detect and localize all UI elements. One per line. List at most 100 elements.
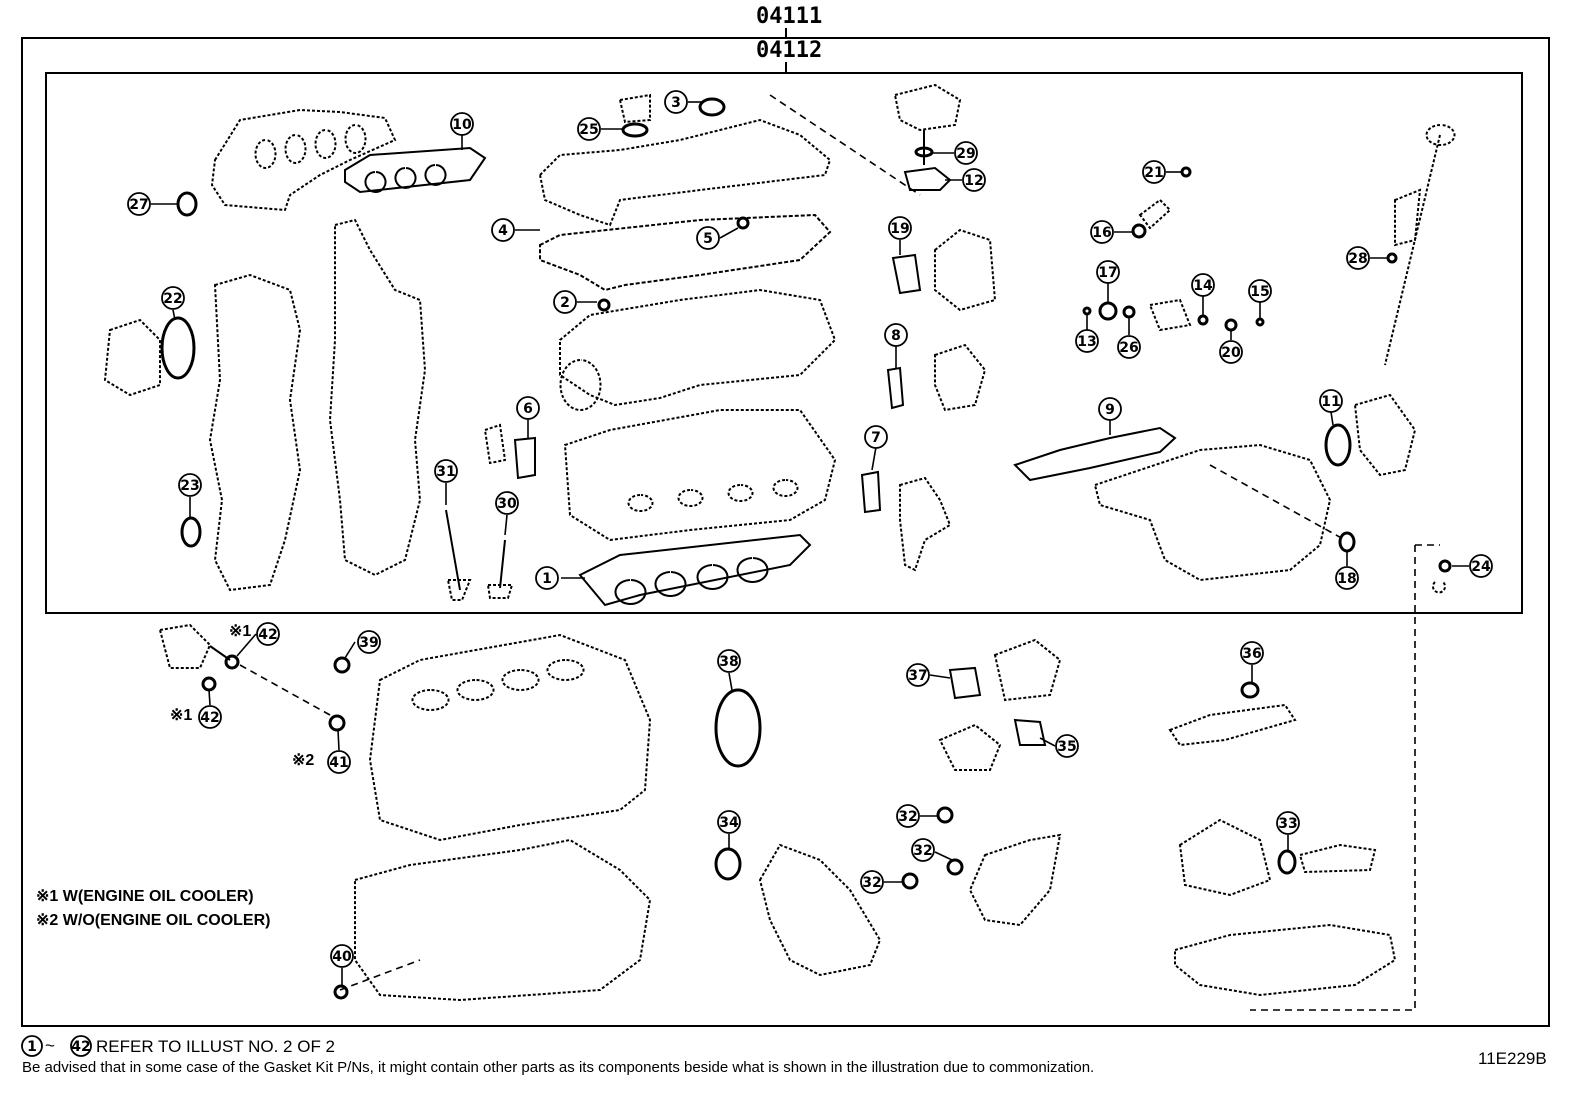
camshaft-housing — [559, 288, 837, 407]
intake-gasket-9 — [1013, 426, 1177, 482]
callout-23: 23 — [178, 473, 202, 497]
callout-15: 15 — [1248, 279, 1272, 303]
svg-text:12: 12 — [964, 173, 983, 189]
legend-note-2-mark: ※2 — [36, 912, 59, 929]
svg-text:42: 42 — [71, 1039, 90, 1055]
footer-range-separator: ~ — [45, 1036, 55, 1055]
oil-seal-34 — [714, 847, 742, 881]
legend-note-1-text: W(ENGINE OIL COOLER) — [62, 888, 254, 905]
o-ring-42a-part — [224, 654, 240, 670]
svg-text:13: 13 — [1077, 334, 1096, 350]
svg-text:10: 10 — [452, 117, 472, 133]
valve-30-part — [499, 539, 506, 589]
callout-28: 28 — [1346, 246, 1370, 270]
water-pump-part — [103, 318, 161, 397]
callout-16: 16 — [1090, 220, 1114, 244]
svg-text:38: 38 — [719, 654, 738, 670]
exhaust-gasket-holes — [364, 164, 447, 193]
svg-text:1: 1 — [27, 1039, 37, 1055]
gasket-32c-part — [901, 872, 919, 890]
svg-text:23: 23 — [180, 478, 199, 494]
exhaust-manifold-part — [210, 108, 397, 212]
callout-18: 18 — [1335, 566, 1359, 590]
footer-range-start-circle: 1 — [21, 1035, 43, 1057]
camshaft-housing-bosses — [559, 359, 602, 411]
svg-text:35: 35 — [1057, 739, 1076, 755]
gasket-12-part — [903, 166, 952, 191]
legend-note-2: ※2 W/O(ENGINE OIL COOLER) — [36, 913, 270, 929]
callout-32-a: 32 — [896, 804, 920, 828]
gasket-6-shadow — [483, 423, 507, 465]
footer-refer-text: REFER TO ILLUST NO. 2 OF 2 — [96, 1037, 336, 1056]
callout-4: 4 — [491, 218, 515, 242]
callout-40: 40 — [330, 944, 354, 968]
cylinder-head — [563, 409, 837, 542]
svg-text:20: 20 — [1221, 345, 1241, 361]
exhaust-manifold-gasket — [344, 146, 487, 194]
callout-29: 29 — [954, 141, 978, 165]
oil-seal-23-part — [180, 516, 202, 548]
callout-35: 35 — [1055, 734, 1079, 758]
illustration-id: 11E229B — [1478, 1049, 1547, 1068]
svg-text:18: 18 — [1337, 571, 1356, 587]
o-ring-40-part — [333, 984, 349, 1000]
outer-part-code: 04111 — [756, 4, 823, 29]
svg-text:4: 4 — [498, 223, 508, 239]
o-ring-33-part — [1277, 849, 1297, 875]
svg-text:27: 27 — [129, 197, 148, 213]
legend-note-2-text: W/O(ENGINE OIL COOLER) — [62, 912, 271, 929]
svg-text:14: 14 — [1193, 278, 1213, 294]
callout-1: 1 — [535, 566, 559, 590]
o-ring-41-part — [328, 714, 346, 732]
svg-text:22: 22 — [163, 291, 182, 307]
callout-32-b: 32 — [911, 838, 935, 862]
inner-frame-04112 — [45, 72, 1523, 614]
svg-text:17: 17 — [1098, 265, 1117, 281]
oil-pan-upper — [354, 838, 652, 1002]
gasket-32a-part — [936, 806, 954, 824]
callout-42-a: 42 — [256, 622, 280, 646]
svg-text:42: 42 — [200, 710, 219, 726]
ref-mark-note1-bottom: ※1 — [170, 707, 193, 724]
dipstick-guide — [1394, 188, 1422, 247]
water-bypass-part — [934, 343, 987, 412]
seal-21-part — [1180, 166, 1192, 178]
callout-37: 37 — [906, 663, 930, 687]
exhaust-ports — [254, 124, 367, 169]
callout-3: 3 — [664, 90, 688, 114]
o-ring-36-part — [1240, 681, 1260, 699]
rear-oil-seal-38 — [714, 688, 762, 768]
callout-17: 17 — [1096, 260, 1120, 284]
o-ring-39-part — [333, 656, 351, 674]
sensor-14-part — [1148, 298, 1192, 332]
cylinder-bores — [411, 659, 585, 711]
head-cover-gasket — [539, 213, 832, 292]
svg-text:40: 40 — [332, 949, 352, 965]
callout-26: 26 — [1117, 335, 1141, 359]
leader-intake — [1209, 464, 1346, 541]
callout-32-c: 32 — [860, 870, 884, 894]
callout-38: 38 — [717, 649, 741, 673]
svg-text:32: 32 — [862, 875, 881, 891]
svg-text:5: 5 — [703, 231, 713, 247]
clip-24-part — [1432, 581, 1446, 594]
callout-19: 19 — [888, 216, 912, 240]
seal-24-part — [1438, 559, 1452, 573]
callout-10: 10 — [450, 112, 474, 136]
svg-text:6: 6 — [523, 401, 533, 417]
callout-27: 27 — [127, 192, 151, 216]
ref-mark-note2: ※2 — [292, 752, 315, 769]
leader-head-cover — [769, 94, 921, 196]
outlet-housing-top — [893, 83, 962, 132]
oil-pump-cover — [758, 843, 882, 977]
svg-text:28: 28 — [1348, 251, 1367, 267]
oil-dipstick — [1384, 134, 1441, 366]
callout-25: 25 — [577, 117, 601, 141]
gasket-11-part — [1324, 423, 1352, 467]
svg-text:11: 11 — [1321, 394, 1340, 410]
gasket-8-part — [886, 366, 905, 410]
water-outlet-part — [899, 476, 952, 572]
callout-14: 14 — [1191, 273, 1215, 297]
callout-34: 34 — [717, 810, 741, 834]
callout-41: 41 — [327, 750, 351, 774]
